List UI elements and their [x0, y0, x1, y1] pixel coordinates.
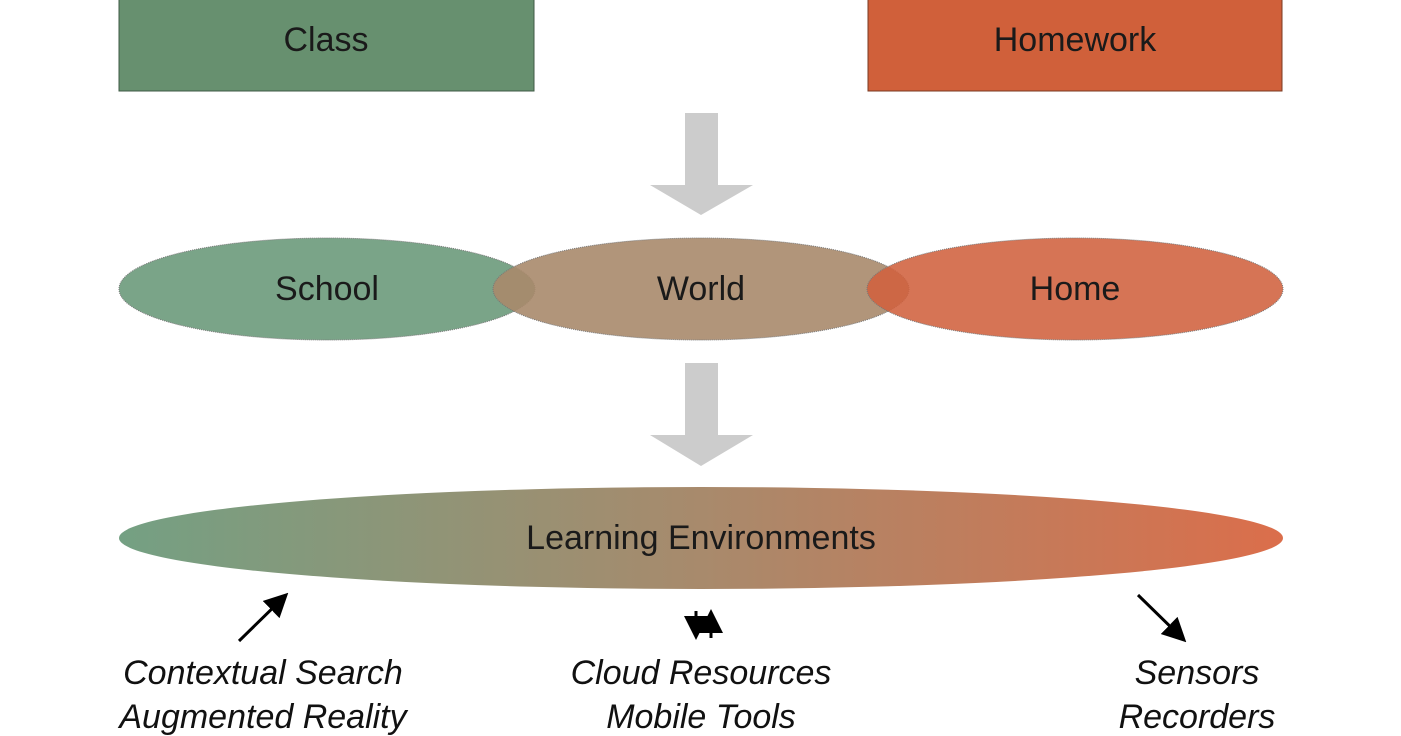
- school-label: School: [275, 270, 379, 308]
- home-label: Home: [1030, 270, 1121, 308]
- tool-augmented-reality: Augmented Reality: [117, 698, 408, 736]
- arrow-down-right-icon: [1136, 593, 1187, 643]
- up-down-arrows-icon: [684, 609, 723, 640]
- down-arrow-icon: [650, 113, 753, 215]
- learning-environments-ellipse: Learning Environments: [119, 487, 1283, 589]
- tool-recorders: Recorders: [1119, 698, 1276, 736]
- tool-contextual-search: Contextual Search: [123, 654, 403, 692]
- learning-environments-label: Learning Environments: [526, 519, 876, 557]
- homework-box: Homework: [867, 0, 1283, 92]
- class-label: Class: [283, 21, 368, 59]
- arrow-up-right-icon: [237, 592, 289, 643]
- down-arrow-icon: [650, 363, 753, 466]
- tool-mobile-tools: Mobile Tools: [606, 698, 796, 736]
- homework-label: Homework: [994, 21, 1157, 59]
- class-box: Class: [118, 0, 535, 92]
- tool-cloud-resources: Cloud Resources: [571, 654, 832, 692]
- home-ellipse: [866, 237, 1284, 341]
- tool-sensors: Sensors: [1135, 654, 1260, 692]
- world-label: World: [657, 270, 745, 308]
